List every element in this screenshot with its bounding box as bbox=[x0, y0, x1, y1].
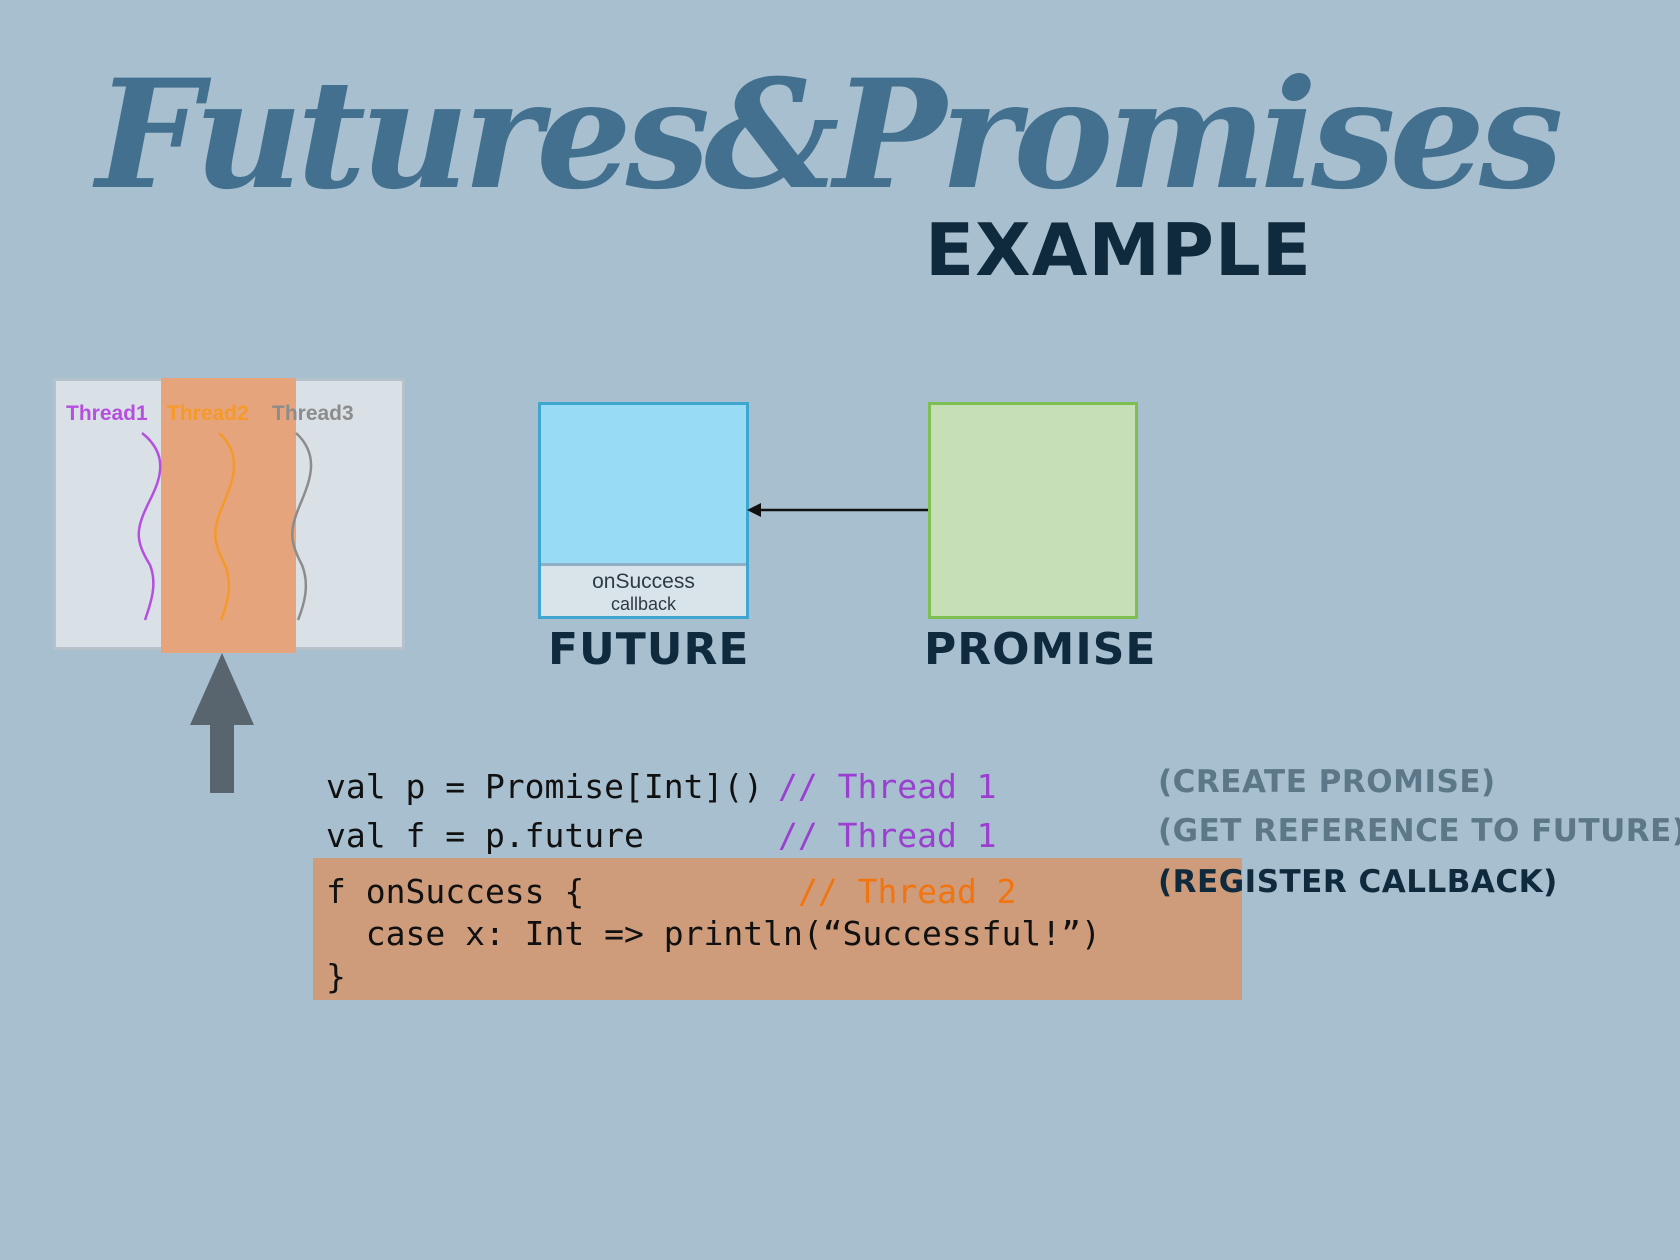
slide-subtitle: EXAMPLE bbox=[925, 208, 1312, 292]
code-highlight bbox=[313, 858, 1242, 1000]
callback-strip: onSuccess callback bbox=[541, 563, 746, 616]
future-label: FUTURE bbox=[548, 624, 750, 675]
promise-label: PROMISE bbox=[924, 624, 1157, 675]
promise-to-future-arrow-icon bbox=[747, 503, 931, 517]
code-line-4: case x: Int => println(“Successful!”) bbox=[326, 914, 1101, 953]
slide-title: Futures&Promises bbox=[96, 47, 1563, 223]
thread2-highlight bbox=[161, 378, 296, 653]
note-register-callback: (REGISTER CALLBACK) bbox=[1158, 864, 1558, 900]
note-get-reference: (GET REFERENCE TO FUTURE) bbox=[1158, 813, 1680, 849]
future-box: onSuccess callback bbox=[538, 402, 749, 619]
code-line-3: f onSuccess { bbox=[326, 872, 585, 911]
thread3-line bbox=[291, 432, 313, 621]
code-comment-3: // Thread 2 bbox=[798, 872, 1017, 911]
callback-sub: callback bbox=[610, 594, 677, 614]
code-comment-1: // Thread 1 bbox=[778, 767, 997, 806]
code-line-5: } bbox=[326, 957, 346, 996]
thread1-line bbox=[137, 432, 162, 621]
thread-lines bbox=[137, 432, 313, 621]
code-comment-2: // Thread 1 bbox=[778, 816, 997, 855]
callback-name: onSuccess bbox=[592, 570, 695, 593]
promise-box bbox=[928, 402, 1138, 619]
thread1-label: Thread1 bbox=[66, 402, 148, 425]
thread3-label: Thread3 bbox=[272, 402, 354, 425]
thread2-line bbox=[214, 432, 236, 621]
note-create-promise: (CREATE PROMISE) bbox=[1158, 764, 1496, 800]
code-line-1: val p = Promise[Int]() bbox=[326, 767, 764, 806]
code-line-2: val f = p.future bbox=[326, 816, 644, 855]
thread2-label: Thread2 bbox=[167, 402, 249, 425]
up-arrow-icon bbox=[190, 653, 254, 793]
